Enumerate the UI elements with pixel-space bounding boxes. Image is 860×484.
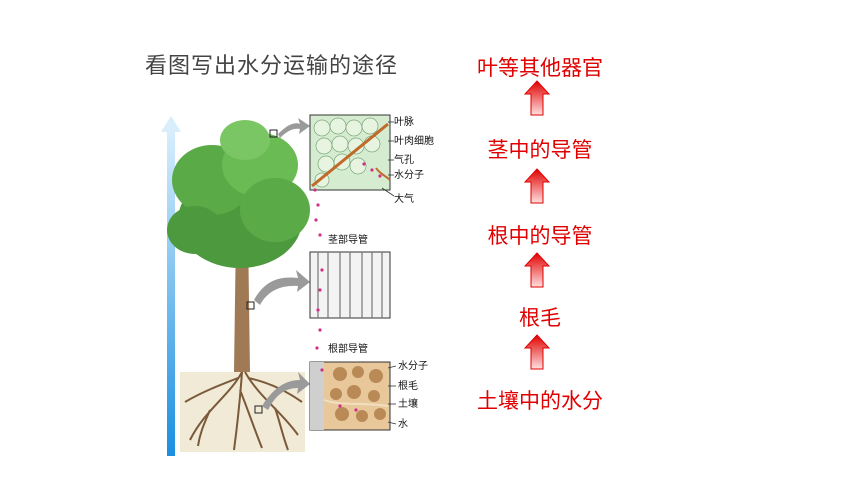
step-root-hair: 根毛 [519, 306, 561, 330]
label-water: 水 [398, 418, 408, 430]
label-atmosphere: 大气 [394, 192, 414, 205]
page-title: 看图写出水分运输的途径 [145, 54, 399, 79]
label-root-hair: 根毛 [398, 379, 418, 392]
tree-canopy [167, 120, 310, 268]
water-transport-diagram: 叶脉 叶肉细胞 气孔 水分子 大气 茎部导管 根部导管 水分子 根毛 土壤 水 [161, 114, 434, 456]
label-leaf-vein: 叶脉 [394, 115, 414, 128]
label-water-molecule-leaf: 水分子 [394, 169, 424, 181]
step-stem-vessel: 茎中的导管 [487, 138, 593, 162]
label-root-vessel: 根部导管 [328, 342, 368, 355]
arrow-up-icon [524, 80, 550, 116]
leaf-detail-panel [309, 114, 391, 191]
step-other-organs: 叶等其他器官 [477, 56, 603, 80]
arrow-up-icon [524, 252, 550, 288]
water-molecules [313, 162, 382, 412]
roots [184, 371, 303, 451]
label-stoma: 气孔 [394, 153, 414, 166]
root-detail-panel [309, 361, 391, 431]
label-water-molecule-root: 水分子 [398, 360, 428, 372]
step-root-vessel: 根中的导管 [487, 224, 593, 248]
upward-blue-arrow [161, 116, 181, 456]
stem-detail-panel [309, 251, 391, 319]
zoom-arrows [254, 118, 310, 410]
arrow-up-icon [524, 334, 550, 370]
label-stem-vessel: 茎部导管 [328, 233, 368, 246]
label-mesophyll-cell: 叶肉细胞 [394, 134, 434, 147]
arrow-up-icon [524, 168, 550, 204]
step-soil-water: 土壤中的水分 [477, 389, 603, 413]
label-soil: 土壤 [398, 397, 418, 410]
